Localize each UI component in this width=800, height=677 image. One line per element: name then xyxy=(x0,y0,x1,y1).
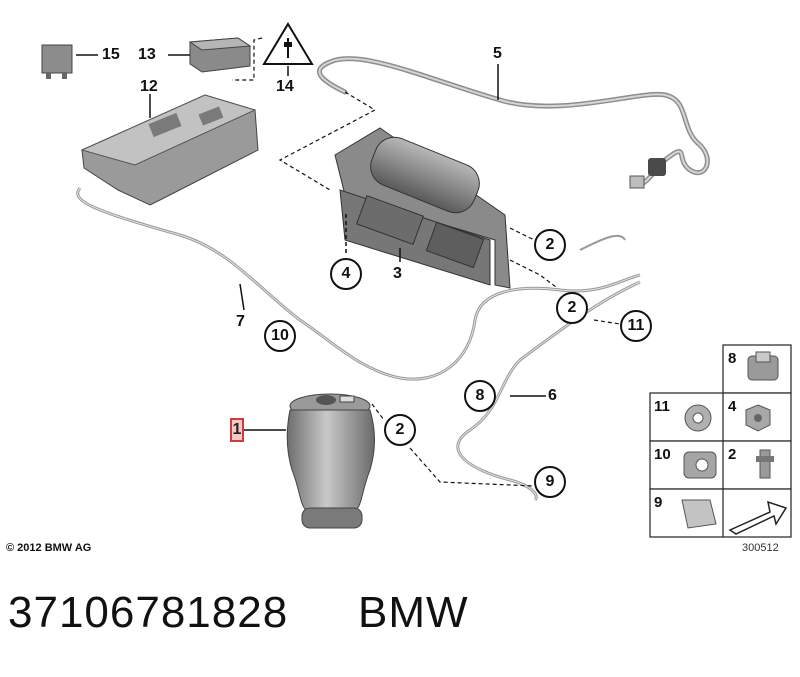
relay-part-15 xyxy=(41,44,73,79)
callout-1-highlighted: 1 xyxy=(230,418,244,442)
legend-number-2: 2 xyxy=(728,446,737,463)
callout-13: 13 xyxy=(138,46,156,63)
circled-callout-2-c: 2 xyxy=(384,414,416,446)
circled-callout-2-a: 2 xyxy=(534,229,566,261)
circled-callout-8: 8 xyxy=(464,380,496,412)
legend-nut-4-icon xyxy=(745,404,771,432)
callout-12: 12 xyxy=(140,78,158,95)
warning-label-part-14 xyxy=(262,22,314,65)
legend-number-8: 8 xyxy=(728,350,737,367)
callout-3: 3 xyxy=(393,265,402,282)
legend-number-11: 11 xyxy=(654,398,670,415)
legend-number-9: 9 xyxy=(654,494,663,511)
callout-14: 14 xyxy=(276,78,294,95)
circled-callout-10: 10 xyxy=(264,320,296,352)
circled-callout-4: 4 xyxy=(330,258,362,290)
circled-callout-9: 9 xyxy=(534,466,566,498)
bracket-part-12 xyxy=(80,94,259,206)
callout-6: 6 xyxy=(548,387,557,404)
legend-number-4: 4 xyxy=(728,398,737,415)
legend-number-10: 10 xyxy=(654,446,671,463)
legend-connector-2-icon xyxy=(756,449,774,479)
legend-clip-9-icon xyxy=(681,499,717,529)
circled-callout-11: 11 xyxy=(620,310,652,342)
part-number: 37106781828 xyxy=(8,588,289,637)
brand-name: BMW xyxy=(358,588,469,637)
callout-5: 5 xyxy=(493,45,502,62)
fitting-part-5 xyxy=(629,158,666,189)
control-unit-part-13 xyxy=(188,37,252,73)
legend-holder-10-icon xyxy=(683,451,717,479)
callout-7: 7 xyxy=(236,313,245,330)
legend-clip-8-icon xyxy=(747,351,779,381)
legend-holder-11-icon xyxy=(684,404,712,432)
diagram-reference-number: 300512 xyxy=(742,542,779,554)
legend-direction-arrow-icon xyxy=(728,500,788,535)
circled-callout-2-b: 2 xyxy=(556,292,588,324)
copyright-text: © 2012 BMW AG xyxy=(6,542,92,554)
callout-15: 15 xyxy=(102,46,120,63)
compressor-part-3 xyxy=(334,127,511,289)
air-spring-part-1 xyxy=(286,393,375,529)
